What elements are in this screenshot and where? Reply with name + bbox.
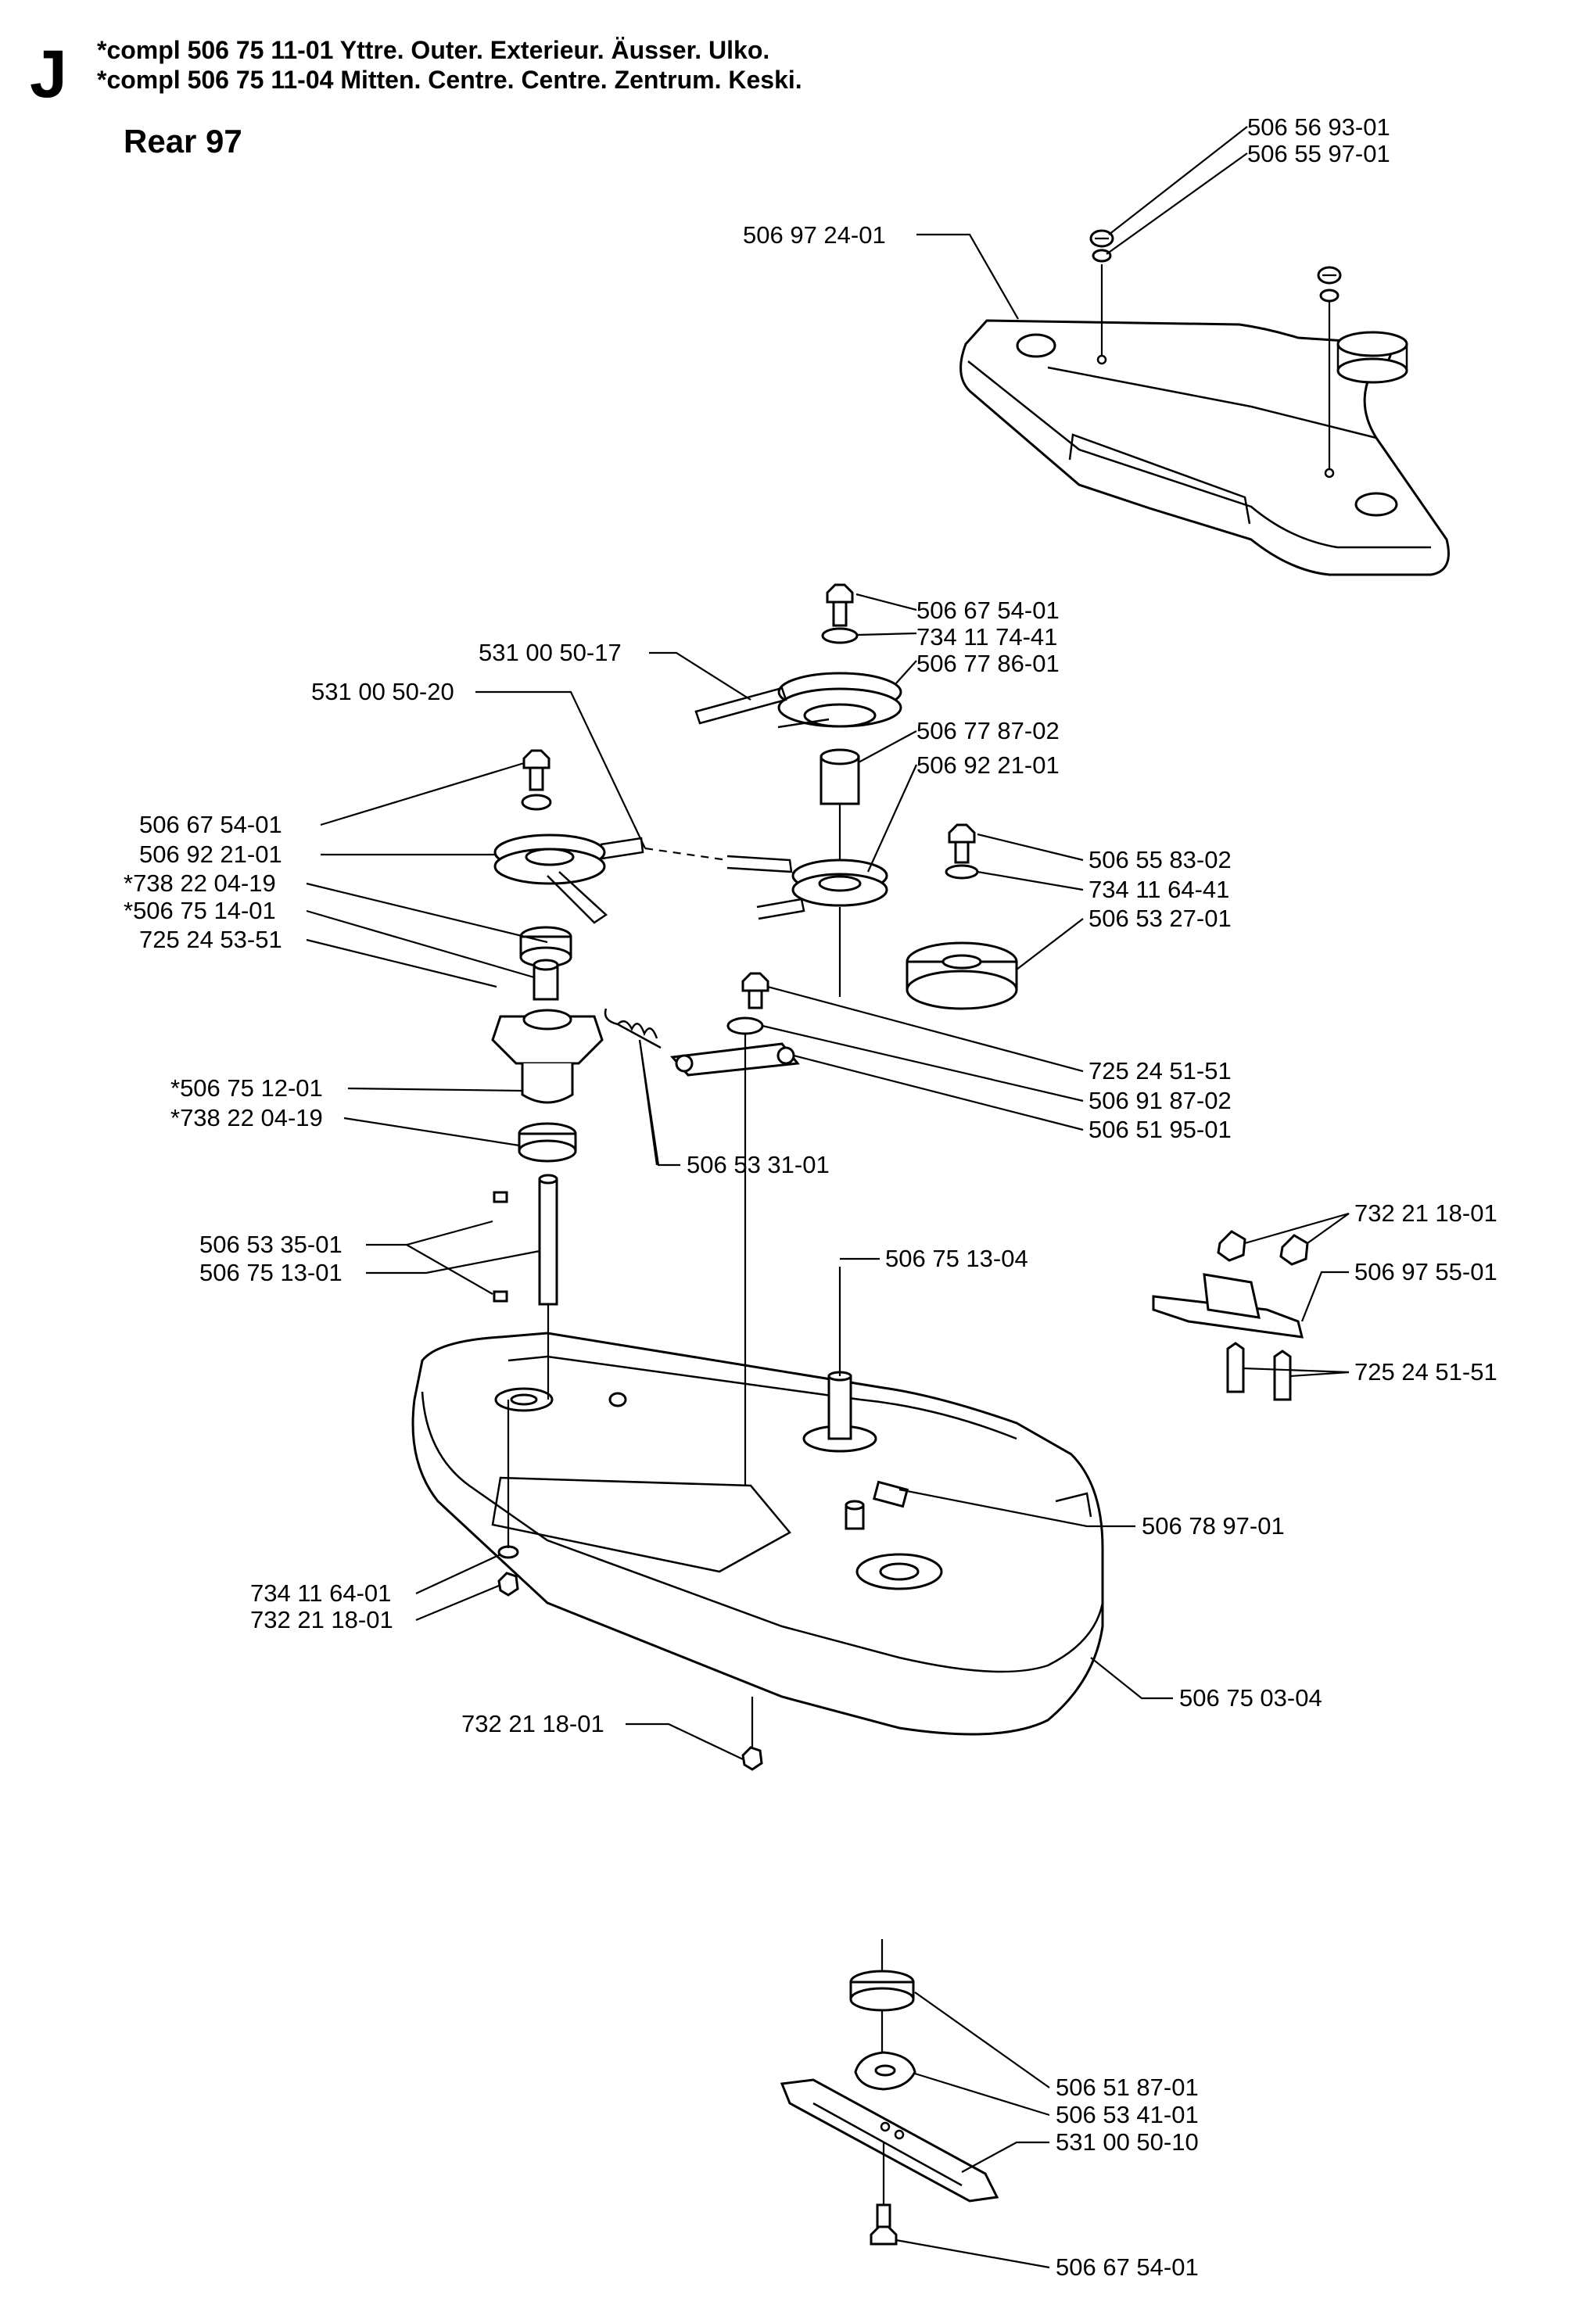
side-bracket bbox=[1152, 1230, 1309, 1401]
leader-lines bbox=[306, 126, 1350, 2269]
callout-label: 732 21 18-01 bbox=[461, 1710, 604, 1737]
blade-assembly bbox=[780, 1970, 999, 2246]
callout-label: 506 75 13-04 bbox=[885, 1245, 1028, 1272]
callout-label: *738 22 04-19 bbox=[124, 869, 276, 897]
callout-label: 734 11 74-41 bbox=[916, 623, 1058, 651]
callout-label: *506 75 12-01 bbox=[170, 1074, 323, 1102]
callout-label: 506 51 87-01 bbox=[1056, 2074, 1199, 2101]
callout-label: 734 11 64-41 bbox=[1089, 876, 1230, 903]
callout-label: 506 67 54-01 bbox=[139, 811, 282, 838]
callout-label: 734 11 64-01 bbox=[250, 1579, 392, 1607]
callout-label: 506 77 87-02 bbox=[916, 717, 1060, 744]
callout-label: 531 00 50-17 bbox=[479, 639, 622, 666]
callout-label: 506 97 24-01 bbox=[743, 221, 886, 249]
callout-label: 506 77 86-01 bbox=[916, 650, 1060, 677]
callout-label: 506 67 54-01 bbox=[916, 597, 1060, 624]
callout-label: 506 92 21-01 bbox=[916, 751, 1060, 779]
kit-line-centre: *compl 506 75 11-04 Mitten. Centre. Cent… bbox=[97, 66, 802, 94]
callout-label: 506 78 97-01 bbox=[1142, 1512, 1285, 1540]
callout-label: 531 00 50-20 bbox=[311, 678, 454, 705]
callout-label: 506 53 35-01 bbox=[199, 1231, 343, 1258]
callout-label: 506 91 87-02 bbox=[1089, 1087, 1232, 1114]
callout-label: 506 51 95-01 bbox=[1089, 1116, 1232, 1143]
deck-hardware bbox=[497, 1545, 763, 1771]
deck-housing bbox=[411, 1332, 1104, 1736]
top-cover-plate bbox=[959, 229, 1450, 576]
callout-label: 725 24 51-51 bbox=[1354, 1358, 1497, 1386]
callout-label: 506 55 97-01 bbox=[1247, 140, 1390, 167]
callout-label: 732 21 18-01 bbox=[1354, 1199, 1497, 1227]
alignment-lines bbox=[507, 804, 885, 2205]
idler-pulley bbox=[906, 823, 1018, 1010]
section-letter: J bbox=[30, 37, 67, 112]
middle-pulley bbox=[644, 847, 888, 920]
callout-label: 506 67 54-01 bbox=[1056, 2253, 1199, 2281]
callout-label: 506 92 21-01 bbox=[139, 841, 282, 868]
callout-label: 531 00 50-10 bbox=[1056, 2128, 1199, 2156]
callout-label: 732 21 18-01 bbox=[250, 1606, 393, 1633]
upper-pulley-stack bbox=[694, 583, 902, 805]
callout-label: 506 53 41-01 bbox=[1056, 2101, 1199, 2128]
kit-line-outer: *compl 506 75 11-01 Yttre. Outer. Exteri… bbox=[97, 36, 770, 64]
callout-label: 506 55 83-02 bbox=[1089, 846, 1232, 873]
callout-label: 506 97 55-01 bbox=[1354, 1258, 1497, 1285]
tensioner-arm bbox=[604, 972, 800, 1166]
callout-label: 506 53 27-01 bbox=[1089, 905, 1232, 932]
diagram-title: Rear 97 bbox=[124, 123, 242, 160]
callout-label: *738 22 04-19 bbox=[170, 1104, 323, 1131]
callout-label: 725 24 51-51 bbox=[1089, 1057, 1232, 1084]
left-spindle-pulley bbox=[491, 749, 644, 1306]
callout-label: *506 75 14-01 bbox=[124, 897, 276, 924]
callout-label: 506 53 31-01 bbox=[687, 1151, 830, 1178]
callout-label: 506 56 93-01 bbox=[1247, 113, 1390, 141]
callout-label: 725 24 53-51 bbox=[139, 926, 282, 953]
callout-label: 506 75 13-01 bbox=[199, 1259, 343, 1286]
callout-label: 506 75 03-04 bbox=[1179, 1684, 1322, 1712]
